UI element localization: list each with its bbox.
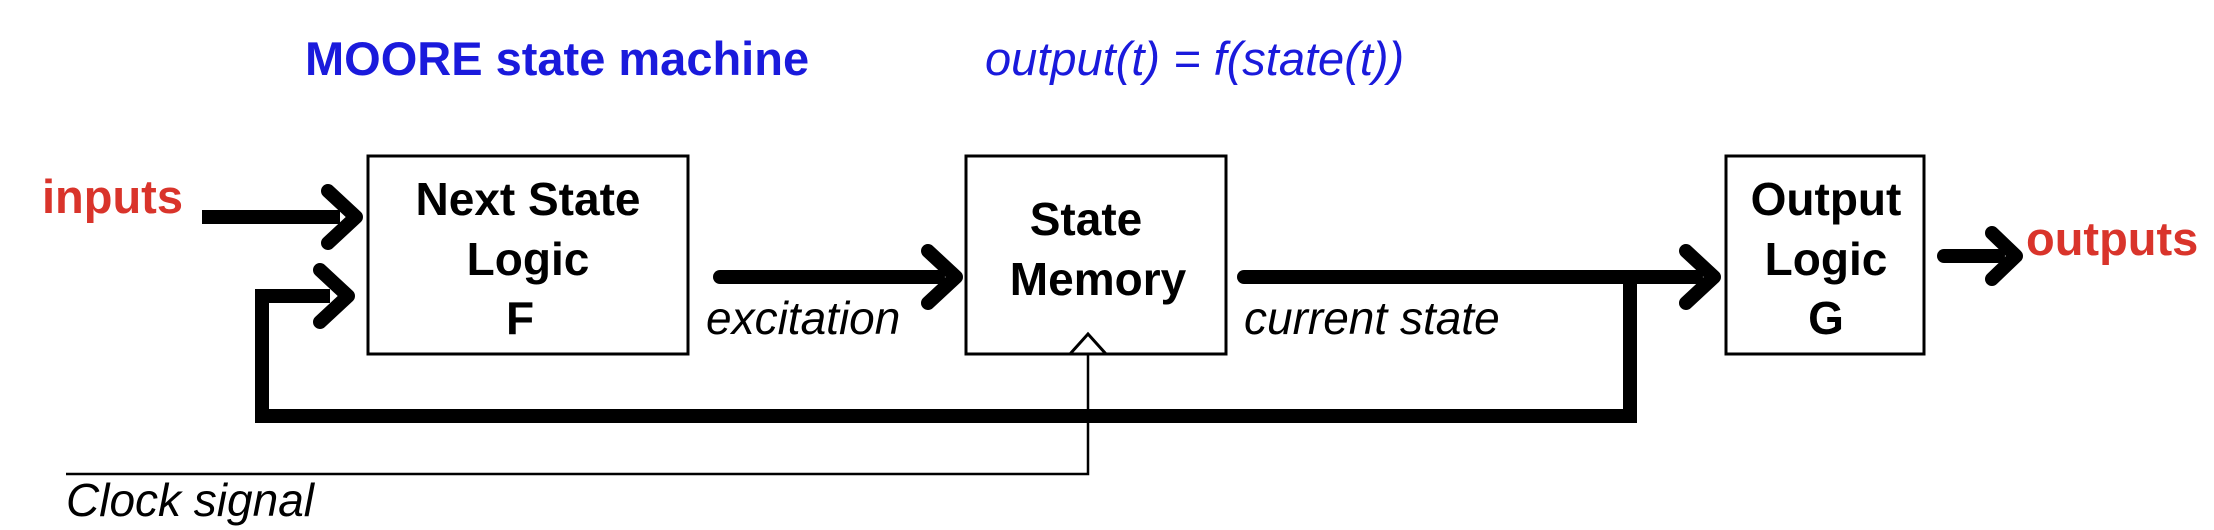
outputs-arrowhead	[1985, 226, 2023, 286]
clock-signal-line	[66, 354, 1090, 476]
state-memory-box	[964, 154, 1228, 356]
output-logic-label-line2: Logic	[1765, 233, 1888, 285]
current-state-label: current state	[1244, 292, 1500, 344]
feedback-arrowhead	[313, 263, 355, 329]
output-logic-label-line3: G	[1808, 292, 1844, 344]
current-state-arrowhead	[1679, 244, 1721, 310]
inputs-label: inputs	[42, 170, 183, 223]
state-memory-label-line1: State	[1030, 193, 1142, 245]
clock-trigger-symbol	[1068, 331, 1108, 356]
state-memory-label-line2: Memory	[1010, 253, 1187, 305]
formula-text: output(t) = f(state(t))	[985, 32, 1404, 85]
next-state-label-line2: Logic	[467, 233, 590, 285]
next-state-logic-box	[366, 154, 690, 356]
output-logic-label-line1: Output	[1751, 173, 1902, 225]
next-state-label-line1: Next State	[416, 173, 641, 225]
outputs-label: outputs	[2026, 212, 2198, 265]
diagram-title: MOORE state machine	[305, 32, 809, 85]
feedback-loop-line	[255, 277, 1637, 423]
next-state-label-line3: F	[506, 292, 534, 344]
clock-signal-label: Clock signal	[66, 474, 316, 526]
excitation-arrowhead	[921, 244, 963, 310]
output-logic-box	[1724, 154, 1926, 356]
excitation-label: excitation	[706, 292, 900, 344]
inputs-arrowhead	[321, 184, 363, 250]
